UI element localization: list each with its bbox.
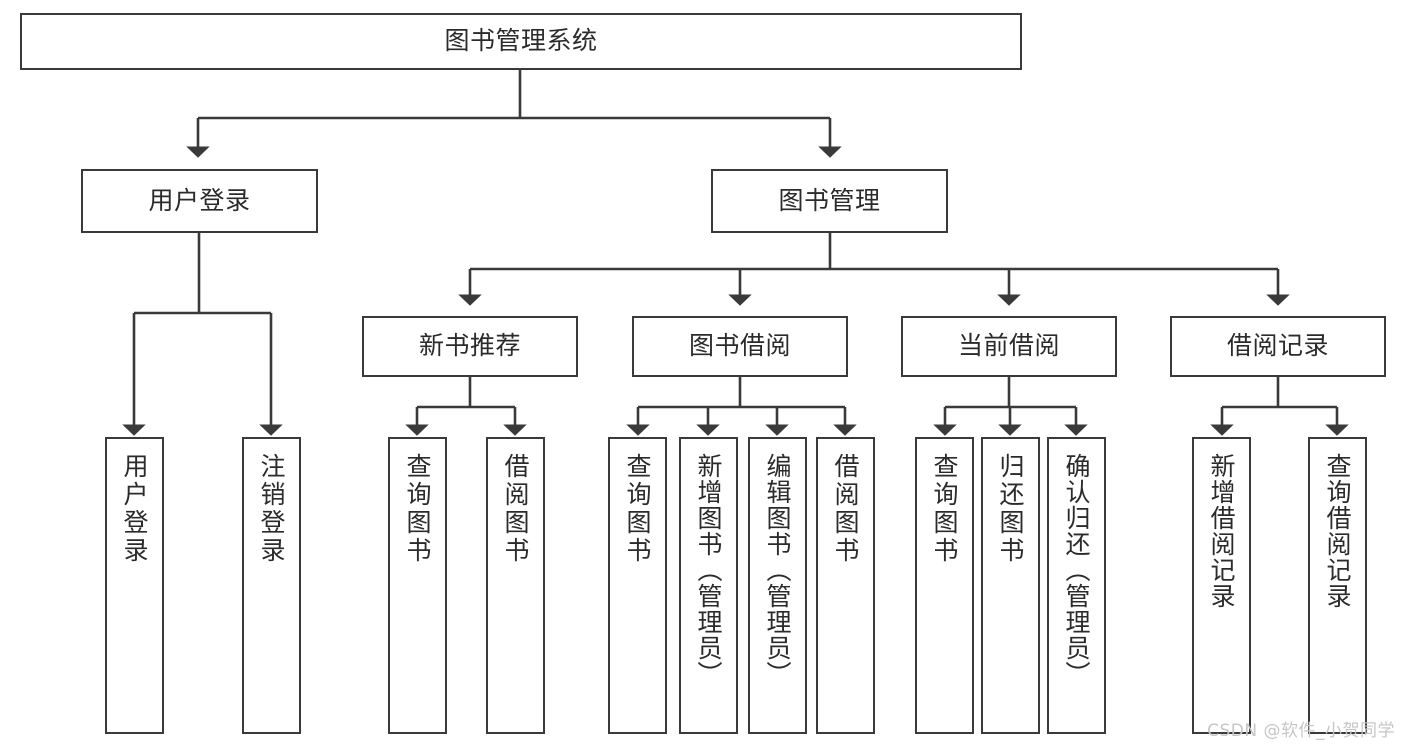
node-leaf-borrow-book-1-label: 借阅图书 (501, 453, 530, 565)
node-leaf-borrow-book-1[interactable]: 借阅图书 (486, 437, 545, 734)
node-leaf-query-record-label: 查询借阅记录 (1323, 453, 1352, 609)
node-book-borrow-label: 图书借阅 (688, 331, 791, 361)
node-user-login-label: 用户登录 (148, 185, 251, 215)
node-leaf-borrow-book-2[interactable]: 借阅图书 (816, 437, 875, 734)
node-root-label: 图书管理系统 (444, 26, 598, 56)
node-leaf-logout-login[interactable]: 注销登录 (242, 437, 301, 734)
node-borrow-record[interactable]: 借阅记录 (1170, 316, 1386, 377)
node-leaf-add-record-label: 新增借阅记录 (1207, 453, 1236, 609)
node-leaf-query-book-2[interactable]: 查询图书 (608, 437, 667, 734)
node-leaf-query-book-1[interactable]: 查询图书 (388, 437, 447, 734)
node-leaf-confirm-return-label: 确认归还（管理员） (1062, 453, 1091, 687)
node-leaf-query-book-3-label: 查询图书 (930, 453, 959, 565)
node-leaf-borrow-book-2-label: 借阅图书 (831, 453, 860, 565)
node-book-borrow[interactable]: 图书借阅 (632, 316, 848, 377)
node-book-manage-label: 图书管理 (778, 185, 881, 215)
node-current-borrow-label: 当前借阅 (957, 331, 1060, 361)
watermark-text: CSDN @软件_小贺同学 (1207, 721, 1395, 741)
node-leaf-add-record[interactable]: 新增借阅记录 (1192, 437, 1251, 734)
node-leaf-query-record[interactable]: 查询借阅记录 (1308, 437, 1367, 734)
node-book-manage[interactable]: 图书管理 (711, 169, 948, 233)
node-leaf-confirm-return[interactable]: 确认归还（管理员） (1047, 437, 1106, 734)
node-leaf-query-book-1-label: 查询图书 (403, 453, 432, 565)
node-leaf-query-book-2-label: 查询图书 (623, 453, 652, 565)
node-leaf-return-book-label: 归还图书 (996, 453, 1025, 565)
node-leaf-user-login[interactable]: 用户登录 (105, 437, 164, 734)
node-borrow-record-label: 借阅记录 (1226, 331, 1329, 361)
node-leaf-user-login-label: 用户登录 (120, 453, 149, 565)
node-leaf-return-book[interactable]: 归还图书 (981, 437, 1040, 734)
node-leaf-logout-login-label: 注销登录 (257, 453, 286, 565)
node-leaf-add-book-label: 新增图书（管理员） (694, 453, 723, 687)
node-leaf-add-book[interactable]: 新增图书（管理员） (679, 437, 738, 734)
node-root[interactable]: 图书管理系统 (20, 13, 1022, 70)
node-new-book-recommend-label: 新书推荐 (418, 331, 521, 361)
node-current-borrow[interactable]: 当前借阅 (901, 316, 1117, 377)
node-user-login[interactable]: 用户登录 (81, 169, 318, 233)
node-leaf-query-book-3[interactable]: 查询图书 (915, 437, 974, 734)
node-new-book-recommend[interactable]: 新书推荐 (362, 316, 578, 377)
node-leaf-edit-book-label: 编辑图书（管理员） (763, 453, 792, 687)
node-leaf-edit-book[interactable]: 编辑图书（管理员） (748, 437, 807, 734)
